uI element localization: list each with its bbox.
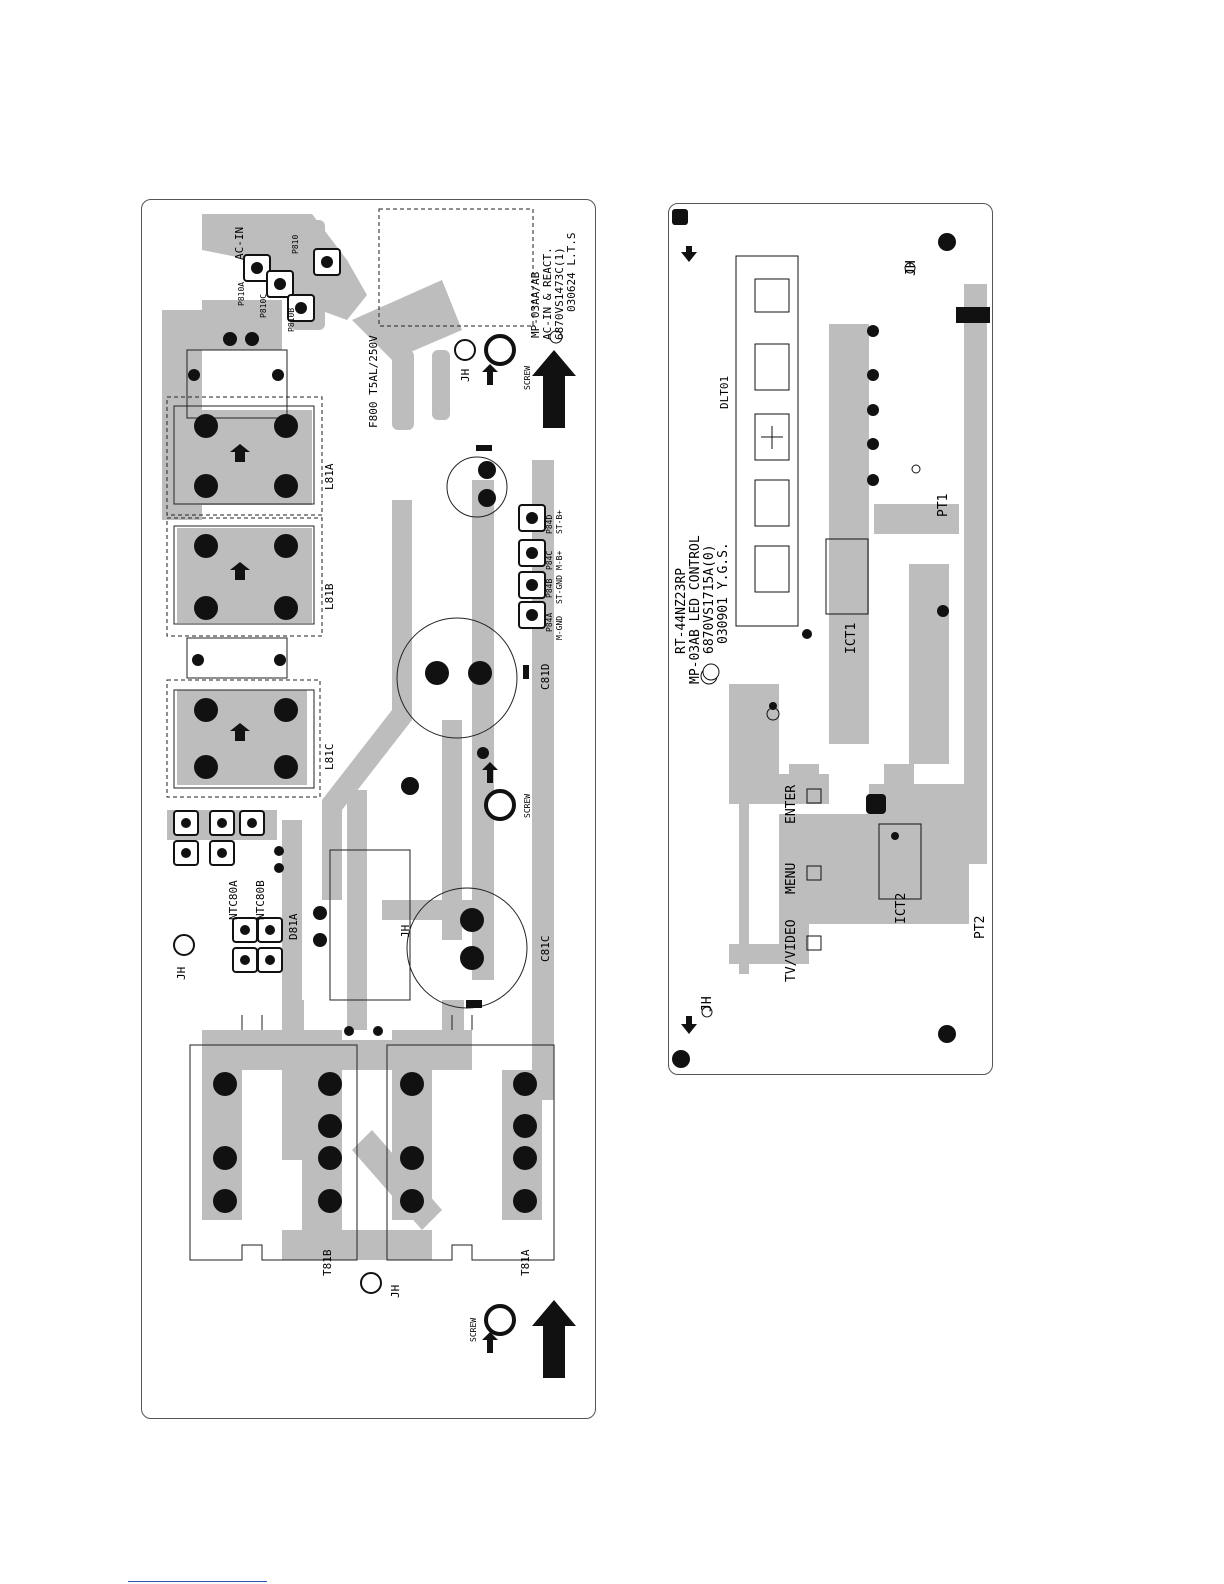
- l81a-label: L81A: [323, 463, 336, 491]
- model-line-2: AC-IN & REACT.: [541, 247, 554, 340]
- d81a-label: D81A: [287, 913, 300, 941]
- t81a-label: T81A: [519, 1249, 532, 1277]
- ict1-label: ICT1: [844, 622, 859, 654]
- right-model-line-4: 030901 Y.G.S.: [716, 542, 731, 644]
- jh-top-right-label: JH: [904, 260, 919, 276]
- c81d-label: C81D: [539, 663, 552, 691]
- p810c-label: P810C: [259, 293, 268, 318]
- model-line-4: 030624 L.T.S: [565, 232, 578, 312]
- led-control-board: DLT01 RT-44NZ23RP MP-03AB LED CONTROL 68…: [668, 203, 993, 1075]
- pt1-label: PT1: [936, 493, 951, 517]
- st-gnd-label: ST-GND: [555, 575, 564, 604]
- power-board-traces: [162, 208, 576, 1378]
- right-model-line-2: MP-03AB LED CONTROL: [688, 535, 703, 684]
- t81b-label: T81B: [321, 1249, 334, 1277]
- ntc80b-label: NTC80B: [254, 880, 267, 920]
- enter-button-label: ENTER: [784, 784, 799, 824]
- p84a-label: P84A: [545, 612, 554, 632]
- p84d-label: P84D: [545, 514, 554, 534]
- jh-mid-label: JH: [399, 924, 412, 938]
- p810-label: P810: [291, 234, 300, 254]
- footer-rule: [128, 1581, 267, 1582]
- led-control-board-traces: [672, 209, 990, 1068]
- ac-in-label: AC-IN: [233, 226, 246, 260]
- p84b-label: P84B: [545, 578, 554, 598]
- pt2-label: PT2: [973, 915, 988, 939]
- fuse-label: F800 T5AL/250V: [367, 335, 380, 428]
- screw-bottom-label: SCREW: [469, 1317, 478, 1342]
- screw-mid-label: SCREW: [523, 793, 532, 818]
- model-line-3: 6870VS1473C(1): [553, 247, 566, 340]
- l81b-label: L81B: [323, 583, 336, 611]
- ntc80a-label: NTC80A: [227, 880, 240, 920]
- power-board: AC-IN P810 P810A P810C P810B MP-03AA/AB …: [141, 199, 596, 1419]
- jh-bottom-label: JH: [389, 1284, 402, 1298]
- ict2-label: ICT2: [894, 892, 909, 924]
- screw-top-label: SCREW: [523, 365, 532, 390]
- right-model-line-1: RT-44NZ23RP: [674, 567, 689, 654]
- p810b-label: P810B: [287, 307, 296, 332]
- jh-left-label: JH: [175, 966, 188, 980]
- menu-button-label: MENU: [784, 862, 799, 894]
- right-model-line-3: 6870VS1715A(0): [702, 544, 717, 654]
- m-gnd-label: M-GND: [555, 615, 564, 640]
- model-line-1: MP-03AA/AB: [529, 271, 542, 338]
- dlt01-label: DLT01: [718, 375, 731, 409]
- jh-top-label: JH: [459, 368, 472, 382]
- jh-bottom-right-label: JH: [700, 996, 715, 1012]
- st-b-label: ST-B+: [555, 509, 564, 534]
- m-b-label: M-B+: [555, 550, 564, 570]
- c81c-label: C81C: [539, 935, 552, 963]
- tv-video-button-label: TV/VIDEO: [784, 919, 799, 982]
- p84c-label: P84C: [545, 550, 554, 570]
- l81c-label: L81C: [323, 743, 336, 771]
- p810a-label: P810A: [237, 281, 246, 306]
